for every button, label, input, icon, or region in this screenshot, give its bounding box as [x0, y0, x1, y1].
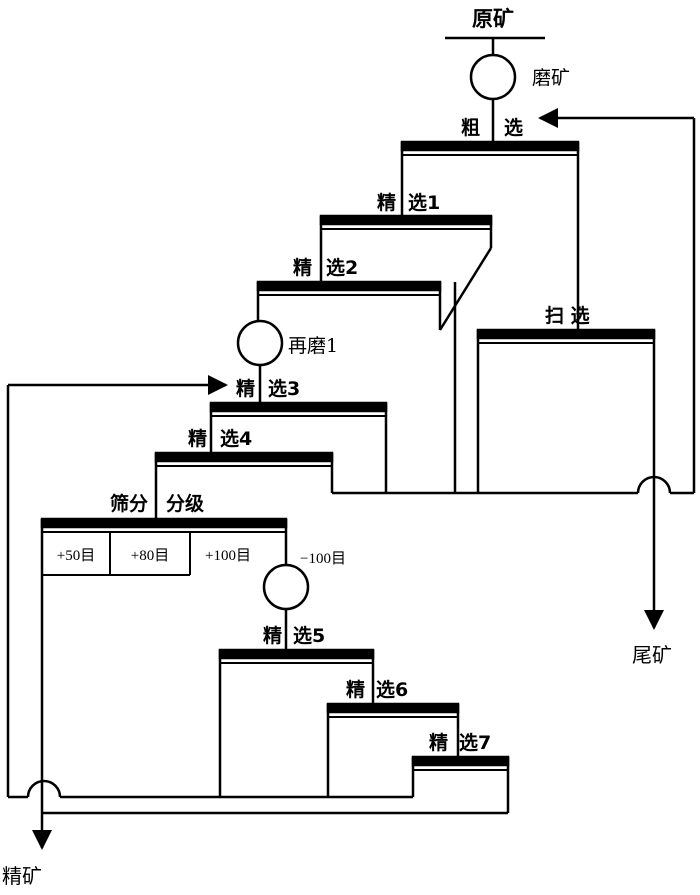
cleaner4-label-2: 选4	[220, 428, 252, 450]
mesh-plus80-label: +80目	[131, 548, 169, 564]
rougher-cell	[400, 140, 580, 152]
cleaner3-label-1: 精	[236, 377, 255, 400]
grinding-mill-icon	[469, 53, 517, 101]
cleaner4-cell	[154, 451, 334, 463]
grinding-label: 磨矿	[532, 67, 570, 89]
screen-classifier-deck	[40, 517, 288, 529]
regrind2-mill-icon	[262, 563, 310, 611]
scavenger-cell	[476, 328, 656, 340]
scavenger-label: 扫 选	[545, 304, 590, 327]
cleaner7-label-2: 选7	[459, 732, 491, 754]
feed-label: 原矿	[472, 7, 514, 31]
cleaner4-label-1: 精	[188, 427, 207, 450]
rougher-label-2: 选	[504, 117, 523, 139]
cleaner2-label-2: 选2	[326, 257, 358, 279]
flow-lines	[6, 36, 696, 850]
cleaner5-label-1: 精	[263, 624, 282, 647]
cleaner6-cell	[326, 702, 460, 714]
concentrate-label: 精矿	[2, 864, 42, 888]
rougher-label-1: 粗	[461, 116, 480, 139]
mesh-plus100-label: +100目	[205, 548, 251, 564]
cleaner7-cell	[411, 755, 510, 767]
cleaner1-cell	[319, 214, 493, 226]
cleaner2-cell	[256, 280, 442, 292]
cleaner6-label-1: 精	[346, 678, 365, 701]
mesh-minus100-label: −100目	[300, 551, 346, 567]
tailings-label: 尾矿	[632, 643, 672, 667]
regrind1-label: 再磨1	[288, 335, 338, 357]
cleaner1-label-2: 选1	[408, 192, 440, 214]
screening-label: 筛分	[110, 492, 148, 515]
cleaner5-label-2: 选5	[293, 625, 325, 647]
cleaner2-label-1: 精	[293, 256, 312, 279]
concentrate-crossover	[26, 779, 62, 798]
cleaner6-label-2: 选6	[376, 679, 408, 701]
cleaner3-cell	[209, 401, 388, 413]
cleaner3-label-2: 选3	[268, 378, 300, 400]
tailings-crossover	[636, 475, 672, 494]
classification-label: 分级	[166, 492, 204, 515]
mesh-plus50-label: +50目	[57, 548, 95, 564]
cleaner1-label-1: 精	[377, 191, 396, 214]
regrind1-mill-icon	[236, 319, 284, 367]
cleaner7-label-1: 精	[429, 731, 448, 754]
cleaner5-cell	[218, 648, 375, 660]
